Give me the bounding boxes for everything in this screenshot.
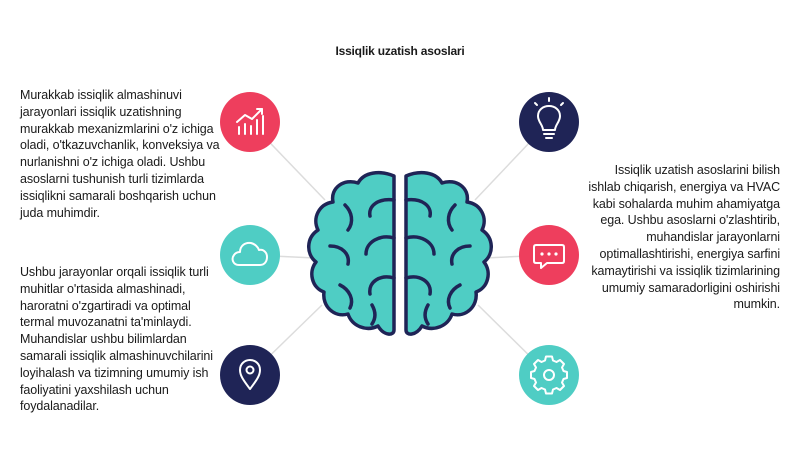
- text-right: Issiqlik uzatish asoslarini bilish ishla…: [588, 163, 780, 312]
- chart-growth-icon[interactable]: [220, 92, 280, 152]
- location-pin-icon[interactable]: [220, 345, 280, 405]
- lightbulb-icon[interactable]: [519, 92, 579, 152]
- text-left-top: Murakkab issiqlik almashinuvi jarayonlar…: [20, 88, 220, 220]
- gear-icon[interactable]: [519, 345, 579, 405]
- chat-bubble-icon[interactable]: [519, 225, 579, 285]
- connector-lines: [249, 121, 550, 376]
- brain-left-hemisphere: [307, 170, 396, 336]
- brain-right-hemisphere: [404, 170, 493, 336]
- text-left-bottom: Ushbu jarayonlar orqali issiqlik turli m…: [20, 265, 213, 414]
- page-title: Issiqlik uzatish asoslari: [335, 44, 465, 58]
- cloud-icon[interactable]: [220, 225, 280, 285]
- brain-icon: [307, 170, 493, 336]
